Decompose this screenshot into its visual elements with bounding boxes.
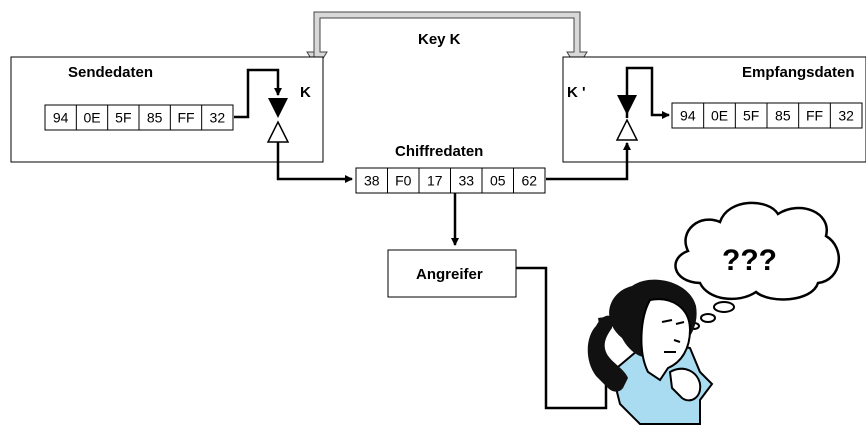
cipher-byte-cell: 17 bbox=[427, 173, 443, 189]
phone-wire bbox=[516, 266, 608, 410]
cipher-byte-cell: 33 bbox=[458, 173, 474, 189]
sender-byte-cell: 0E bbox=[83, 110, 100, 126]
sender-byte-cell: 94 bbox=[53, 110, 69, 126]
receiver-byte-cell: 0E bbox=[711, 108, 728, 124]
cipher-byte-cell: 38 bbox=[364, 173, 380, 189]
cipher-bytes: 38 F0 17 33 05 62 bbox=[355, 167, 546, 194]
key-title: Key K bbox=[418, 31, 461, 48]
cipher-byte-cell: 62 bbox=[521, 173, 537, 189]
receiver-byte-cell: 94 bbox=[680, 108, 696, 124]
receiver-output-wire bbox=[625, 66, 670, 119]
sender-byte-cell: FF bbox=[177, 110, 194, 126]
thought-text: ??? bbox=[722, 244, 777, 277]
receiver-byte-cell: 85 bbox=[775, 108, 791, 124]
cipher-byte-cell: 05 bbox=[490, 173, 506, 189]
receiver-byte-cell: FF bbox=[806, 108, 823, 124]
sender-key-label: K bbox=[300, 84, 311, 101]
sender-byte-cell: 5F bbox=[115, 110, 131, 126]
sender-title: Sendedaten bbox=[68, 64, 153, 81]
receiver-title: Empfangsdaten bbox=[742, 64, 855, 81]
thought-bubble-icon bbox=[674, 201, 841, 330]
attacker-box bbox=[387, 249, 517, 298]
receiver-key-label: K ' bbox=[567, 84, 586, 101]
attacker-label: Angreifer bbox=[416, 266, 483, 283]
sender-byte-cell: 32 bbox=[210, 110, 226, 126]
sender-bytes: 94 0E 5F 85 FF 32 bbox=[44, 104, 234, 131]
sender-output-wire bbox=[276, 142, 353, 183]
receiver-byte-cell: 5F bbox=[743, 108, 759, 124]
cipher-byte-cell: F0 bbox=[395, 173, 412, 189]
sender-input-wire bbox=[234, 68, 282, 119]
cipher-title: Chiffredaten bbox=[395, 143, 483, 160]
sender-byte-cell: 85 bbox=[147, 110, 163, 126]
receiver-byte-cell: 32 bbox=[838, 108, 854, 124]
receiver-bytes: 94 0E 5F 85 FF 32 bbox=[671, 102, 863, 129]
attacker-person-icon bbox=[587, 279, 714, 425]
receiver-input-wire bbox=[546, 142, 631, 181]
